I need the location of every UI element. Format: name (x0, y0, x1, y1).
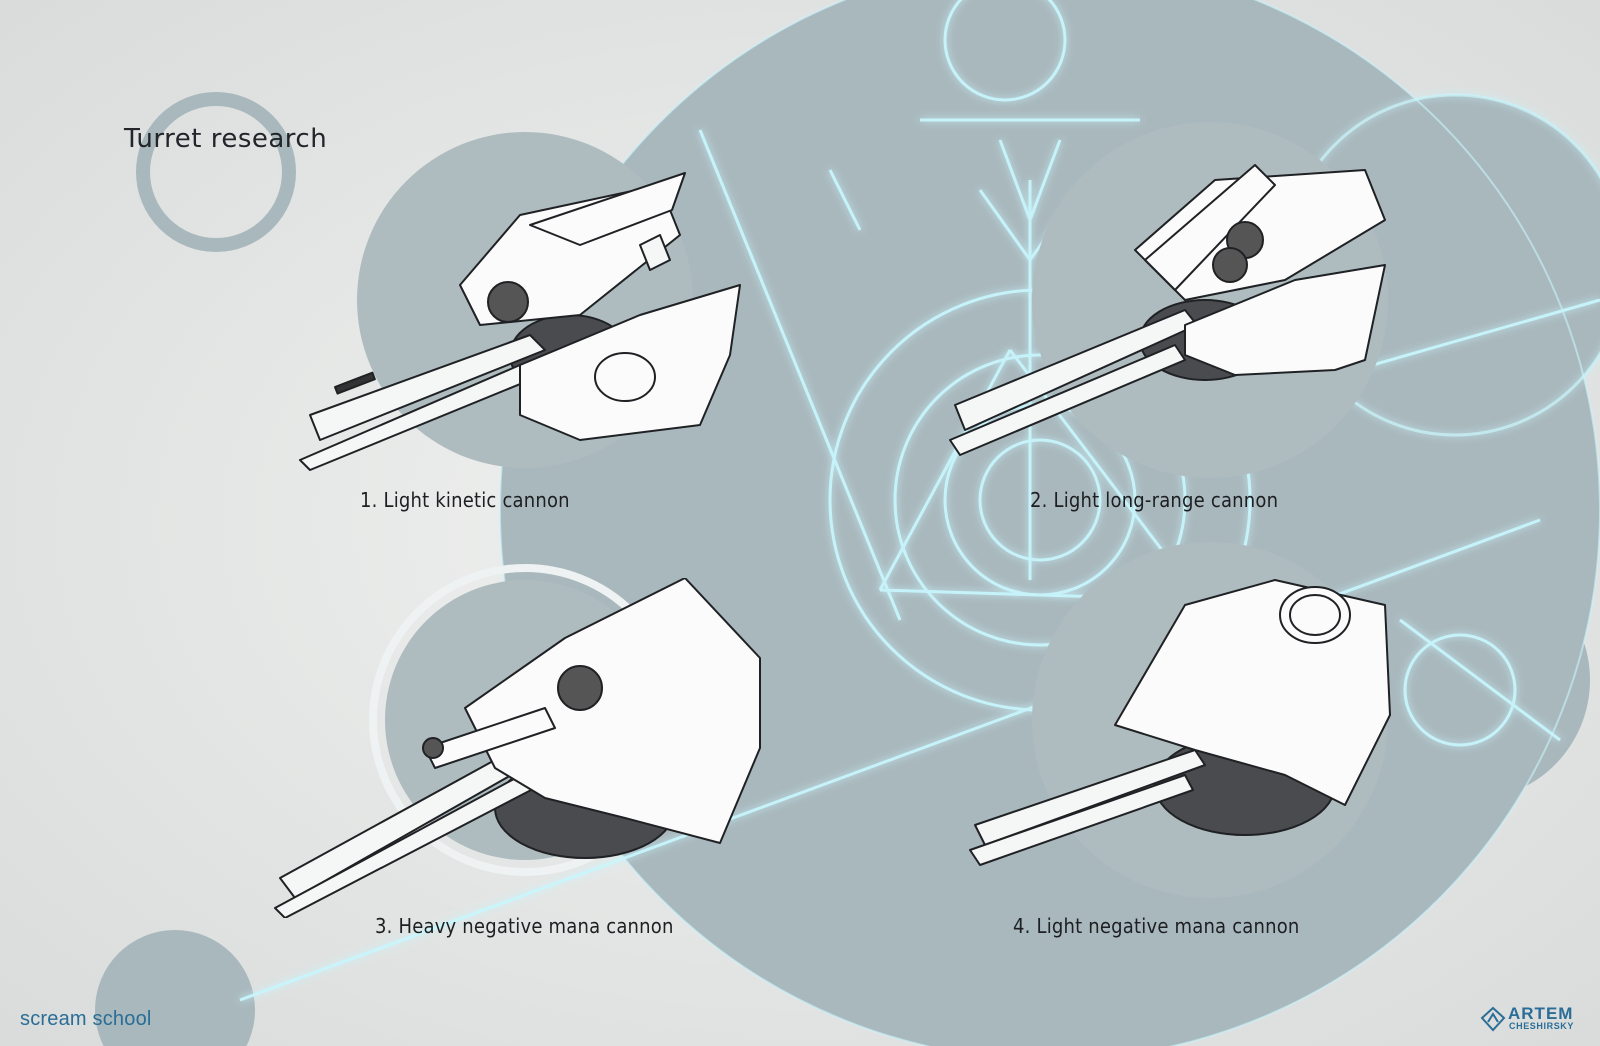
artist-logo-icon (1480, 1006, 1506, 1032)
turret-label-1: 1. Light kinetic cannon (360, 488, 570, 512)
turret-3-drawing (274, 578, 761, 918)
artist-last-name: CHESHIRSKY (1509, 1021, 1575, 1031)
turret-label-2: 2. Light long-range cannon (1030, 488, 1279, 512)
turret-1-drawing (299, 172, 741, 471)
turret-label-4: 4. Light negative mana cannon (1013, 914, 1300, 938)
turret-2-drawing (949, 164, 1386, 456)
school-logo: scream school (20, 1008, 152, 1030)
turret-4-drawing (969, 579, 1391, 866)
page-title: Turret research (124, 124, 328, 154)
turret-label-3: 3. Heavy negative mana cannon (375, 914, 674, 938)
artist-first-name: ARTEM (1508, 1004, 1574, 1023)
